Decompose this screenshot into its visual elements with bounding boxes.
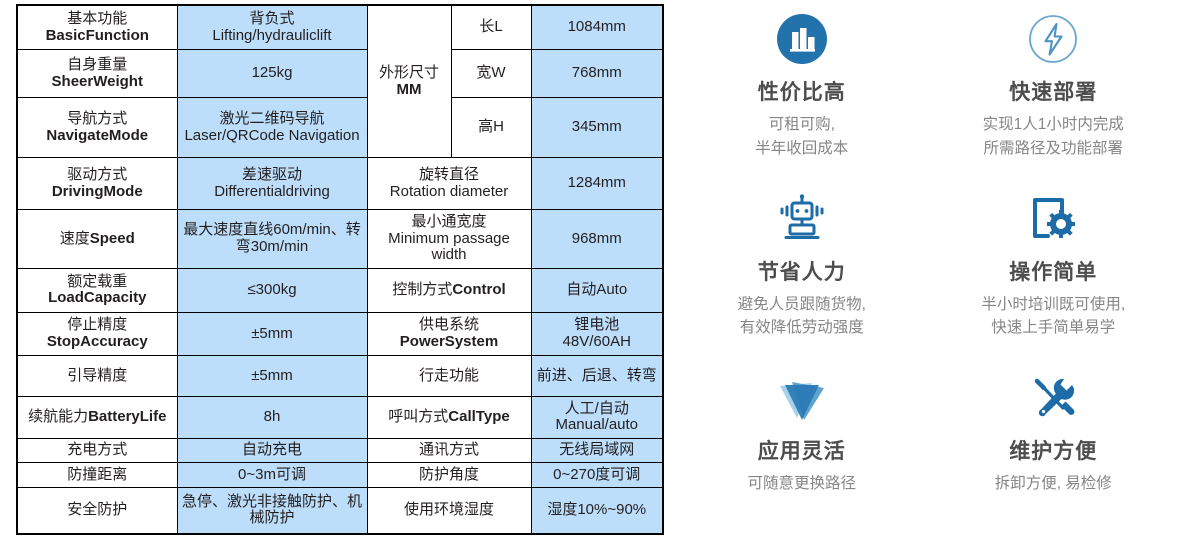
row-value-navigate-mode: 激光二维码导航 Laser/QRCode Navigation xyxy=(176,97,368,159)
bar-chart-circle-icon xyxy=(774,8,830,70)
row-value-guide-accuracy: ±5mm xyxy=(176,355,368,398)
table-row: 自身重量 SheerWeight 125kg 宽W 768mm xyxy=(16,49,664,99)
feature-desc-line-1: 避免人员跟随货物, xyxy=(737,295,866,313)
attr-value-rotation-diameter: 1284mm xyxy=(530,157,664,210)
screen-gear-icon xyxy=(1026,188,1080,250)
row-value-stop-accuracy: ±5mm xyxy=(176,311,368,357)
row-value-charge-mode: 自动充电 xyxy=(176,437,368,464)
attr-value-call-type: 人工/自动 Manual/auto xyxy=(530,396,664,439)
attr-value-min-passage-width: 968mm xyxy=(530,208,664,269)
feature-desc-line-2: 快速上手简单易学 xyxy=(991,319,1116,337)
row-label-battery-life: 续航能力BatteryLife xyxy=(16,396,178,439)
table-row: 导航方式 NavigateMode 激光二维码导航 Laser/QRCode N… xyxy=(16,97,664,159)
feature-card-easy-maintenance: 维护方便 拆卸方便, 易检修 xyxy=(928,359,1179,539)
feature-description: 拆卸方便, 易检修 xyxy=(995,472,1112,496)
feature-title: 操作简单 xyxy=(1009,260,1098,284)
lightning-circle-icon xyxy=(1025,8,1081,70)
feature-description: 可随意更换路径 xyxy=(747,472,856,496)
attr-value-protection-angle: 0~270度可调 xyxy=(530,462,664,488)
table-row: 停止精度 StopAccuracy ±5mm 供电系统 PowerSystem … xyxy=(16,311,664,357)
row-value-basic-function: 背负式 Lifting/hydrauliclift xyxy=(176,4,368,51)
attr-value-control-mode: 自动Auto xyxy=(530,267,664,313)
feature-desc-line-1: 半小时培训既可使用, xyxy=(981,295,1126,313)
dimension-key-length: 长L xyxy=(450,4,532,51)
attr-label-call-type: 呼叫方式CallType xyxy=(366,396,532,439)
dimension-value-width: 768mm xyxy=(530,49,664,99)
attr-label-travel-function: 行走功能 xyxy=(366,355,532,398)
attr-label-rotation-diameter: 旋转直径 Rotation diameter xyxy=(366,157,532,210)
feature-card-fast-deploy: 快速部署 实现1人1小时内完成 所需路径及功能部署 xyxy=(928,0,1179,180)
table-row: 引导精度 ±5mm 行走功能 前进、后退、转弯 xyxy=(16,355,664,398)
row-label-navigate-mode: 导航方式 NavigateMode xyxy=(16,97,178,159)
feature-desc-line-1: 可租可购, xyxy=(768,116,835,133)
feature-desc-line-2: 所需路径及功能部署 xyxy=(983,139,1123,157)
feature-card-cost-effective: 性价比高 可租可购, 半年收回成本 xyxy=(676,0,928,180)
attr-value-communication: 无线局域网 xyxy=(530,437,664,464)
feature-description: 避免人员跟随货物, 有效降低劳动强度 xyxy=(738,293,866,340)
row-label-sheer-weight: 自身重量 SheerWeight xyxy=(16,49,178,99)
dimension-key-width: 宽W xyxy=(450,49,532,99)
table-row: 续航能力BatteryLife 8h 呼叫方式CallType 人工/自动 Ma… xyxy=(16,396,664,439)
feature-description: 可租可购, 半年收回成本 xyxy=(755,113,848,160)
dimension-group-header: 外形尺寸 MM xyxy=(366,4,452,159)
feature-card-easy-operation: 操作简单 半小时培训既可使用, 快速上手简单易学 xyxy=(928,180,1179,360)
feature-card-save-labor: 节省人力 避免人员跟随货物, 有效降低劳动强度 xyxy=(676,180,928,360)
attr-value-power-system: 锂电池 48V/60AH xyxy=(530,311,664,357)
feature-card-flexible-application: 应用灵活 可随意更换路径 xyxy=(676,359,928,539)
feature-title: 应用灵活 xyxy=(757,440,846,464)
row-value-safety-protection: 急停、激光非接触防护、机械防护 xyxy=(176,486,368,535)
row-label-basic-function: 基本功能 BasicFunction xyxy=(16,4,178,51)
row-value-speed: 最大速度直线60m/min、转弯30m/min xyxy=(176,208,368,269)
wrench-screwdriver-icon xyxy=(1027,367,1079,429)
row-label-speed: 速度Speed xyxy=(16,208,178,269)
table-row: 驱动方式 DrivingMode 差速驱动 Differentialdrivin… xyxy=(16,157,664,210)
row-value-battery-life: 8h xyxy=(176,396,368,439)
row-value-sheer-weight: 125kg xyxy=(176,49,368,99)
dimension-key-height: 高H xyxy=(450,97,532,159)
feature-desc-line-2: 半年收回成本 xyxy=(755,139,849,157)
feature-desc-line-1: 实现1人1小时内完成 xyxy=(982,116,1124,133)
row-label-safety-protection: 安全防护 xyxy=(16,486,178,535)
row-value-load-capacity: ≤300kg xyxy=(176,267,368,313)
attr-label-communication: 通讯方式 xyxy=(366,437,532,464)
attr-label-ambient-humidity: 使用环境湿度 xyxy=(366,486,532,535)
row-label-guide-accuracy: 引导精度 xyxy=(16,355,178,398)
spec-table-container: 基本功能 BasicFunction 背负式 Lifting/hydraulic… xyxy=(16,4,664,535)
table-row: 速度Speed 最大速度直线60m/min、转弯30m/min 最小通宽度 Mi… xyxy=(16,208,664,269)
dimension-value-height: 345mm xyxy=(530,97,664,159)
row-label-load-capacity: 额定载重 LoadCapacity xyxy=(16,267,178,313)
table-row: 额定载重 LoadCapacity ≤300kg 控制方式Control 自动A… xyxy=(16,267,664,313)
feature-title: 快速部署 xyxy=(1009,81,1098,104)
attr-label-power-system: 供电系统 PowerSystem xyxy=(366,311,532,357)
feature-desc-line-1: 拆卸方便, 易检修 xyxy=(994,475,1112,493)
feature-title: 维护方便 xyxy=(1009,440,1098,464)
feature-card-grid: 性价比高 可租可购, 半年收回成本 快速部署 实现1人1小时内完成 所需路径及功… xyxy=(676,0,1179,539)
row-label-charge-mode: 充电方式 xyxy=(16,437,178,464)
attr-value-travel-function: 前进、后退、转弯 xyxy=(530,355,664,398)
table-row: 充电方式 自动充电 通讯方式 无线局域网 xyxy=(16,437,664,464)
row-label-stop-accuracy: 停止精度 StopAccuracy xyxy=(16,311,178,357)
table-row: 防撞距离 0~3m可调 防护角度 0~270度可调 xyxy=(16,462,664,488)
feature-description: 实现1人1小时内完成 所需路径及功能部署 xyxy=(983,113,1124,160)
attr-value-ambient-humidity: 湿度10%~90% xyxy=(530,486,664,535)
dimension-value-length: 1084mm xyxy=(530,4,664,51)
attr-label-min-passage-width: 最小通宽度 Minimum passage width xyxy=(366,208,532,269)
feature-desc-line-1: 可随意更换路径 xyxy=(747,475,856,493)
specification-table: 基本功能 BasicFunction 背负式 Lifting/hydraulic… xyxy=(16,4,664,535)
table-row: 安全防护 急停、激光非接触防护、机械防护 使用环境湿度 湿度10%~90% xyxy=(16,486,664,535)
feature-description: 半小时培训既可使用, 快速上手简单易学 xyxy=(981,293,1125,340)
robot-icon xyxy=(773,188,831,250)
row-label-anticollision-distance: 防撞距离 xyxy=(16,462,178,488)
row-value-anticollision-distance: 0~3m可调 xyxy=(176,462,368,488)
attr-label-protection-angle: 防护角度 xyxy=(366,462,532,488)
row-label-driving-mode: 驱动方式 DrivingMode xyxy=(16,157,178,210)
feature-title: 性价比高 xyxy=(757,81,846,104)
feature-title: 节省人力 xyxy=(757,260,846,284)
attr-label-control-mode: 控制方式Control xyxy=(366,267,532,313)
table-row: 基本功能 BasicFunction 背负式 Lifting/hydraulic… xyxy=(16,4,664,159)
funnel-triangle-icon xyxy=(772,367,832,429)
row-value-driving-mode: 差速驱动 Differentialdriving xyxy=(176,157,368,210)
feature-desc-line-2: 有效降低劳动强度 xyxy=(739,319,864,337)
